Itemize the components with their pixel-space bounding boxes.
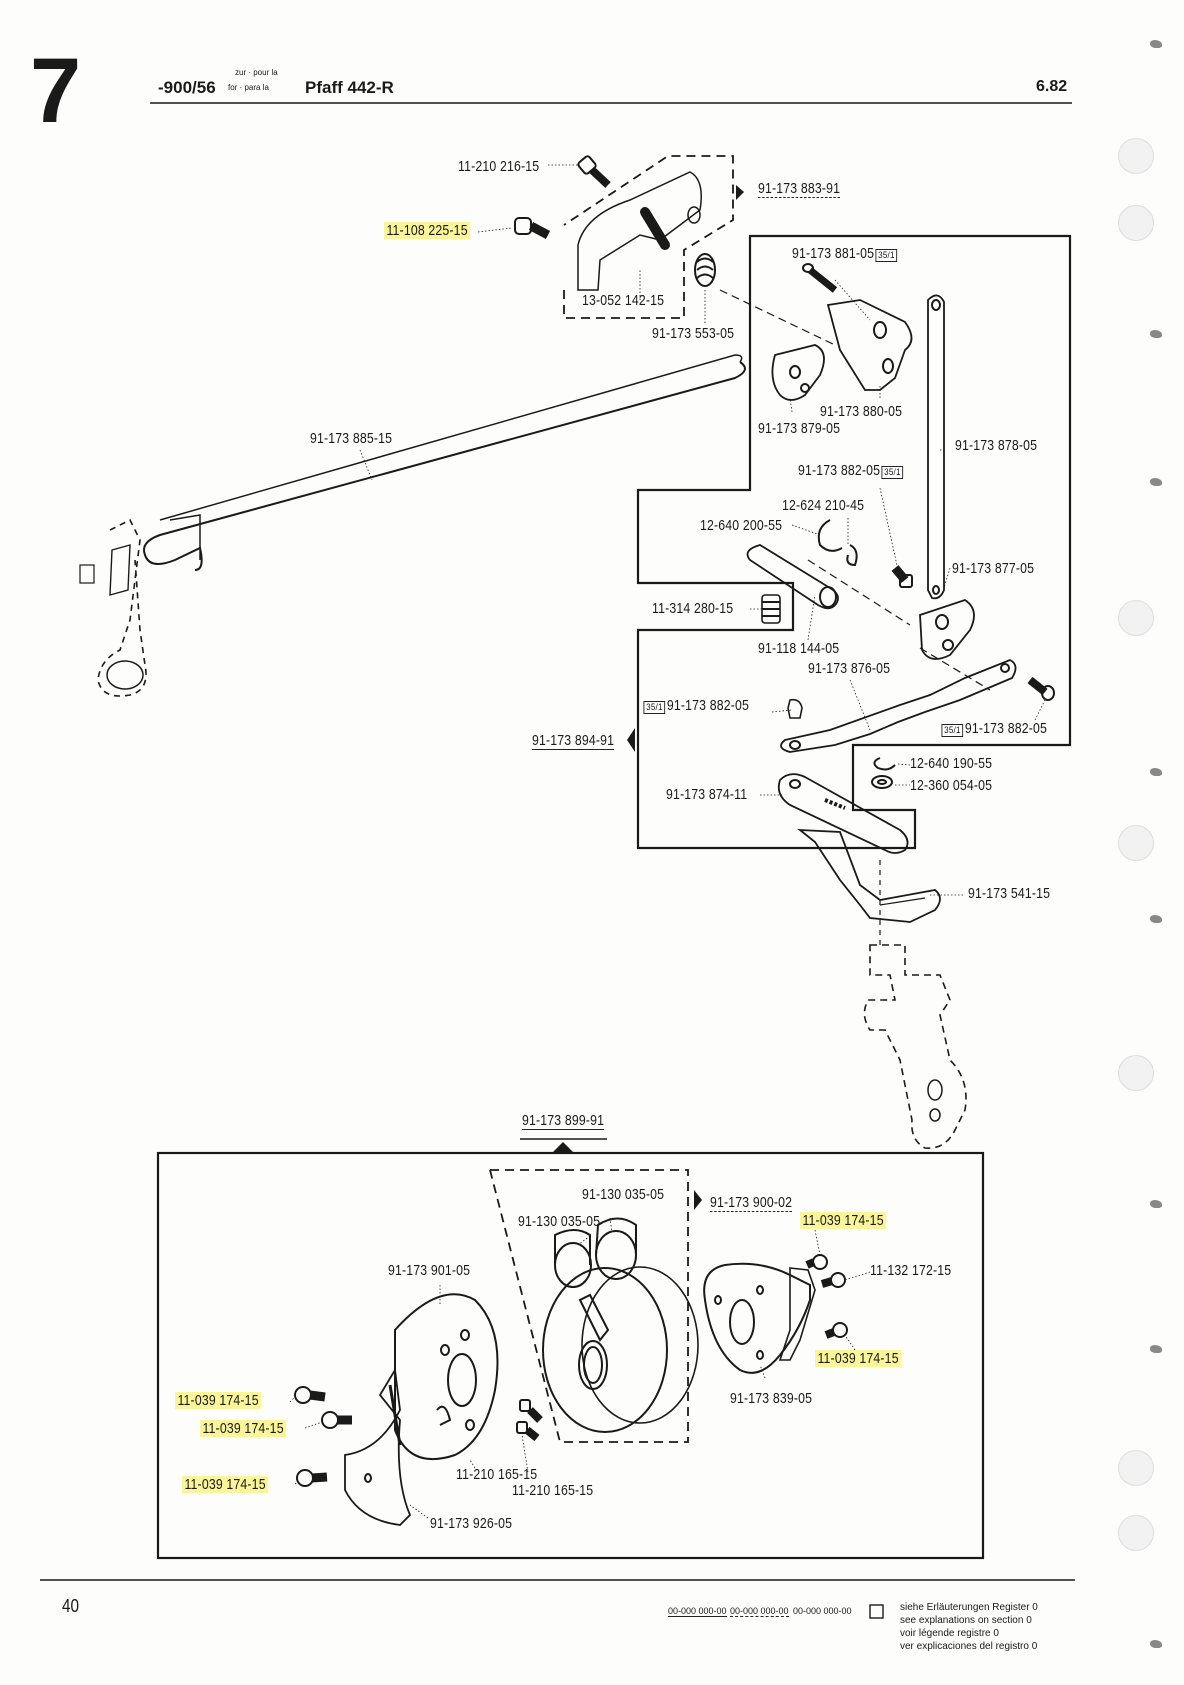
part-label-highlighted: 11-039 174-15 — [182, 1476, 269, 1493]
part-label: 91-130 035-05 — [582, 1186, 665, 1203]
page-number: 40 — [62, 1596, 80, 1616]
part-label: 12-640 190-55 — [910, 755, 993, 772]
binder-hole — [1118, 1515, 1154, 1551]
chapter-number: 7 — [30, 40, 82, 142]
punch-mark — [1150, 40, 1162, 48]
part-label: 11-210 165-15 — [512, 1482, 594, 1499]
part-label: 13-052 142-15 — [582, 292, 665, 309]
part-label: 91-173 901-05 — [388, 1262, 471, 1279]
lang-prefix-bottom: for · para la — [228, 83, 269, 92]
code-format-3: 00-000 000-00 — [793, 1606, 852, 1616]
register-tag: 35/1 — [941, 724, 964, 737]
part-label-highlighted: 11-108 225-15 — [384, 222, 471, 239]
part-label: 91-173 839-05 — [730, 1390, 813, 1407]
part-label: 91-173 553-05 — [652, 325, 735, 342]
register-tag: 35/1 — [881, 466, 904, 479]
part-label: 11-210 165-15 — [456, 1466, 538, 1483]
punch-mark — [1150, 915, 1162, 923]
subassembly-label: 91-173 894-91 — [532, 732, 615, 750]
punch-mark — [1150, 330, 1162, 338]
model-code: -900/56 — [158, 78, 216, 97]
part-label: 91-130 035-05 — [518, 1213, 601, 1230]
code-format-2: 00-000 000-00 — [730, 1606, 789, 1617]
part-label: 91-173 926-05 — [430, 1515, 513, 1532]
punch-mark — [1150, 768, 1162, 776]
part-label: 91-173 541-15 — [968, 885, 1051, 902]
legend-es: ver explicaciones del registro 0 — [900, 1641, 1038, 1652]
issue-date: 6.82 — [1036, 78, 1068, 95]
machine-name: Pfaff 442-R — [305, 78, 394, 97]
part-label: 11-132 172-15 — [870, 1262, 952, 1279]
register-tag: 35/1 — [643, 701, 666, 714]
code-format-1: 00-000 000-00 — [668, 1606, 727, 1617]
binder-hole — [1118, 205, 1154, 241]
punch-mark — [1150, 478, 1162, 486]
part-label-highlighted: 11-039 174-15 — [200, 1420, 287, 1437]
binder-hole — [1118, 825, 1154, 861]
binder-hole — [1118, 600, 1154, 636]
part-label: 91-173 880-05 — [820, 403, 903, 420]
part-label: 91-173 876-05 — [808, 660, 891, 677]
binder-hole — [1118, 138, 1154, 174]
part-label: 91-173 874-11 — [666, 786, 748, 803]
part-label: 91-173 877-05 — [952, 560, 1035, 577]
part-label: 91-173 879-05 — [758, 420, 841, 437]
part-label: 91-173 885-15 — [310, 430, 393, 447]
subassembly-label: 91-173 900-02 — [710, 1194, 793, 1212]
subassembly-label: 91-173 883-91 — [758, 180, 841, 198]
part-label: 91-173 878-05 — [955, 437, 1038, 454]
lang-prefix-top: zur · pour la — [235, 68, 278, 77]
part-label-highlighted: 11-039 174-15 — [800, 1212, 887, 1229]
punch-mark — [1150, 1200, 1162, 1208]
part-label-highlighted: 11-039 174-15 — [815, 1350, 902, 1367]
part-label: 91-118 144-05 — [758, 640, 840, 657]
part-label: 12-624 210-45 — [782, 497, 865, 514]
part-label: 12-360 054-05 — [910, 777, 993, 794]
punch-mark — [1150, 1640, 1162, 1648]
part-label: 11-210 216-15 — [458, 158, 540, 175]
legend-en: see explanations on section 0 — [900, 1615, 1032, 1626]
binder-hole — [1118, 1055, 1154, 1091]
part-label: 12-640 200-55 — [700, 517, 783, 534]
legend-fr: voir légende registre 0 — [900, 1628, 999, 1639]
part-label-highlighted: 11-039 174-15 — [175, 1392, 262, 1409]
register-tag: 35/1 — [875, 249, 898, 262]
part-label: 11-314 280-15 — [652, 600, 734, 617]
subassembly-label: 91-173 899-91 — [522, 1112, 605, 1130]
binder-hole — [1118, 1450, 1154, 1486]
legend-de: siehe Erläuterungen Register 0 — [900, 1602, 1038, 1613]
punch-mark — [1150, 1345, 1162, 1353]
